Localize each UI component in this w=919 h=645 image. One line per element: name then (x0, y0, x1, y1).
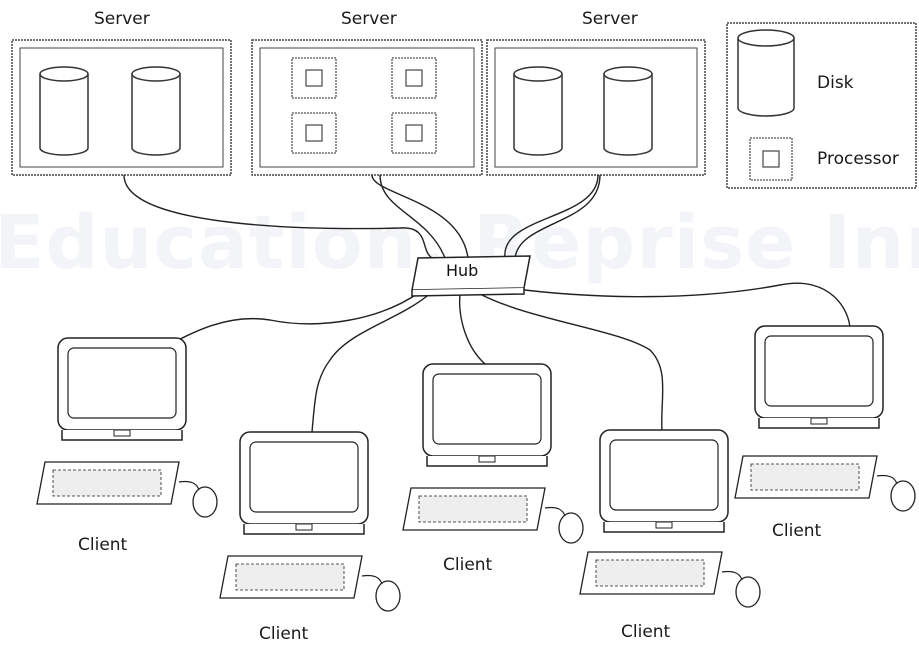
disk-icon (39, 66, 89, 156)
mouse-cable (721, 570, 743, 581)
mouse-icon (558, 512, 584, 544)
server-label: Server (94, 9, 150, 29)
monitor-stand (295, 523, 313, 531)
legend-processor-label: Processor (817, 149, 899, 169)
mouse-cable (876, 474, 898, 485)
client-label: Client (621, 622, 671, 642)
mouse-icon (192, 486, 218, 518)
processor-icon (391, 57, 437, 99)
client-label: Client (443, 555, 493, 575)
client-computer (579, 429, 761, 608)
processor-icon (291, 57, 337, 99)
mouse-cable (178, 480, 200, 491)
clients-group (36, 325, 916, 612)
legend-box (726, 22, 917, 189)
processor-icon (391, 112, 437, 154)
screen (67, 347, 177, 419)
client-computer (219, 431, 401, 612)
network-cables (123, 174, 851, 433)
mouse-icon (375, 580, 401, 612)
hub-device (411, 255, 531, 297)
monitor-stand (478, 455, 496, 463)
client-label: Client (78, 535, 128, 555)
monitor-stand (810, 417, 828, 425)
server-2 (251, 39, 483, 176)
mouse-icon (890, 480, 916, 512)
keyboard-keys (52, 469, 162, 497)
legend-disk-label: Disk (817, 73, 854, 93)
server-3 (486, 39, 706, 176)
keyboard-keys (235, 563, 345, 591)
monitor-stand (113, 429, 131, 437)
legend-processor-icon (749, 137, 793, 181)
client-label: Client (772, 521, 822, 541)
keyboard-keys (750, 463, 860, 491)
legend-disk-icon (737, 29, 795, 117)
keyboard-keys (418, 495, 528, 523)
server-label: Server (341, 9, 397, 29)
screen (609, 439, 719, 511)
hub-label: Hub (446, 261, 479, 280)
mouse-cable (544, 506, 566, 517)
client-computer (734, 325, 916, 512)
screen (249, 441, 359, 513)
screen (764, 335, 874, 407)
monitor-stand (655, 521, 673, 529)
keyboard-keys (595, 559, 705, 587)
client-computer (402, 363, 584, 544)
disk-icon (513, 66, 563, 156)
mouse-cable (361, 574, 383, 585)
server-1 (11, 39, 232, 176)
server-label: Server (582, 9, 638, 29)
mouse-icon (735, 576, 761, 608)
client-label: Client (259, 624, 309, 644)
disk-icon (131, 66, 181, 156)
disk-icon (603, 66, 653, 156)
processor-icon (291, 112, 337, 154)
screen (432, 373, 542, 445)
client-computer (36, 337, 218, 518)
